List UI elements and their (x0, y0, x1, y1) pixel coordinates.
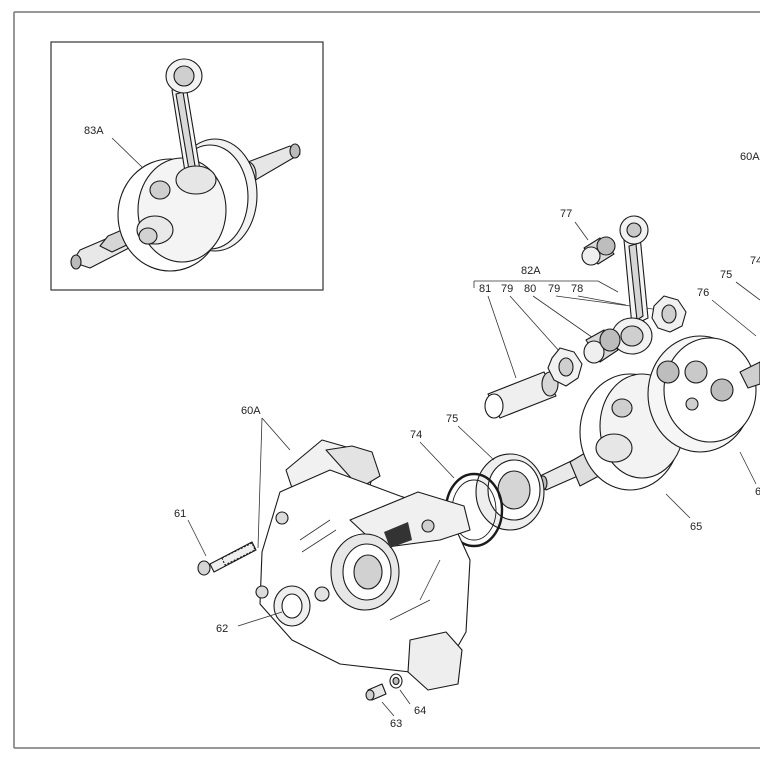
thrust-washer-part-79-left (547, 347, 583, 387)
callout-60A-top: 60A (740, 151, 760, 163)
callout-75: 75 (446, 413, 458, 425)
main-bearing-part-75 (475, 453, 545, 531)
callout-80: 80 (524, 283, 536, 295)
callout-77: 77 (560, 208, 572, 220)
needle-bearing-part-77: 77 (560, 208, 616, 266)
crankshaft-right-half (647, 335, 760, 453)
callout-76: 76 (697, 287, 709, 299)
callout-79-left: 79 (501, 283, 513, 295)
callout-81: 81 (479, 283, 491, 295)
needle-bearing-part-80 (583, 328, 621, 364)
callout-63: 63 (390, 718, 402, 730)
page-frame (13, 11, 760, 749)
callout-82A: 82A (521, 265, 541, 277)
crankshaft-assembly-drawing (70, 58, 301, 272)
bolt-part-61 (197, 541, 257, 576)
callout-60A: 60A (241, 405, 261, 417)
callout-74-right: 74 (750, 255, 760, 267)
inset-box: 83A (50, 41, 324, 291)
washer-part-64 (389, 673, 403, 689)
callout-79-right: 79 (548, 283, 560, 295)
callout-65: 65 (690, 521, 702, 533)
callout-78: 78 (571, 283, 583, 295)
callout-64: 64 (414, 705, 426, 717)
callout-83A: 83A (84, 125, 104, 137)
callout-74: 74 (410, 429, 422, 441)
connecting-rod-part-78 (611, 215, 653, 355)
callout-6-edge: 6 (755, 486, 760, 498)
crankcase-half-part-60A (255, 439, 471, 691)
crank-pin-part-81 (484, 371, 559, 419)
callout-75-right: 75 (720, 269, 732, 281)
thrust-washer-part-79-right (651, 295, 687, 333)
callout-61: 61 (174, 508, 186, 520)
callout-62: 62 (216, 623, 228, 635)
screw-part-63 (365, 683, 387, 701)
